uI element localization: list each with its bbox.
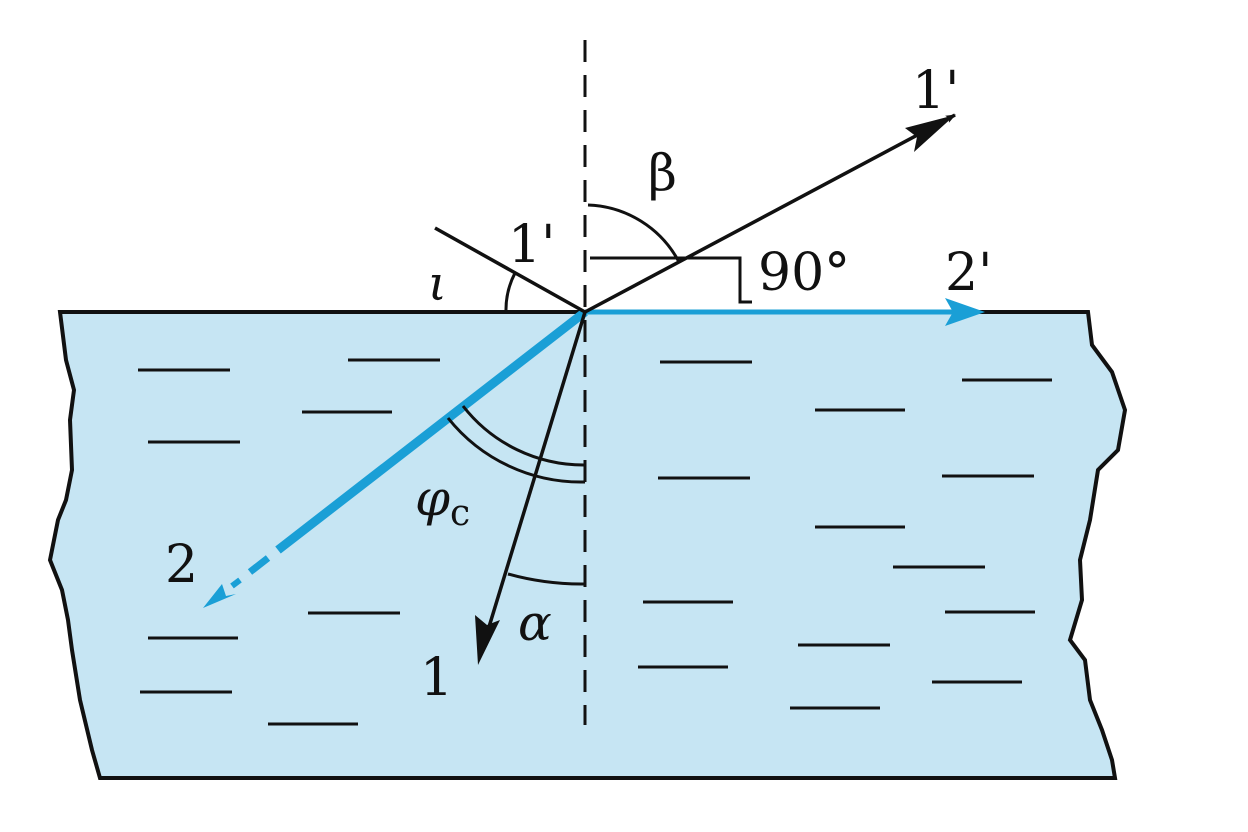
right-angle-marker <box>590 256 752 304</box>
critical-angle-arc-outer <box>446 417 586 484</box>
label-ray-1: 1 <box>420 648 453 708</box>
beta-arc <box>587 203 681 263</box>
ray-1-arrowhead <box>475 615 500 665</box>
label-beta: β <box>648 144 677 202</box>
iota-arc <box>504 272 517 313</box>
label-iota: ι <box>428 256 447 312</box>
water-texture <box>138 358 1052 726</box>
water-body <box>47 310 1128 780</box>
alpha-arc <box>507 572 586 586</box>
label-critical-angle: φc <box>415 469 470 534</box>
label-ray-2-prime: 2' <box>945 243 992 303</box>
ray-2-refracted <box>275 308 588 554</box>
incident-line <box>434 226 586 314</box>
label-ray-1-prime: 1' <box>912 61 959 121</box>
critical-angle-arc-inner <box>461 405 586 467</box>
ray-2-arrowhead <box>203 584 236 608</box>
label-90-degrees: 90° <box>758 243 850 303</box>
ray-2-prime-arrowhead <box>945 298 985 326</box>
ray-1-prime-reflected <box>584 113 956 314</box>
ray-2-dash <box>247 555 271 575</box>
label-ray-2: 2 <box>165 535 198 595</box>
label-alpha: α <box>518 594 552 652</box>
ray-1-prime-arrowhead <box>905 115 955 152</box>
ray-2-dash <box>230 577 242 589</box>
label-ray-1-prime-near: 1' <box>508 215 555 275</box>
